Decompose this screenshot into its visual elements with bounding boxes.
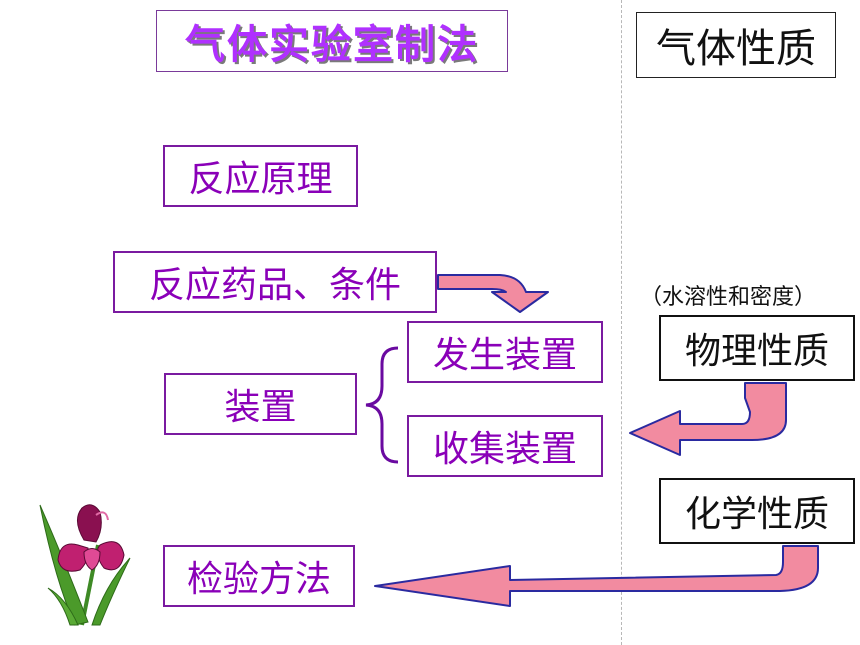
physical-properties-box: 物理性质 bbox=[659, 315, 855, 381]
chemical-properties-box: 化学性质 bbox=[659, 478, 855, 544]
curly-brace bbox=[365, 346, 399, 464]
reagents-arrow bbox=[437, 274, 549, 313]
lab-method-title-frame bbox=[156, 10, 508, 72]
collection-apparatus-box: 收集装置 bbox=[407, 415, 603, 477]
iris-flower-icon bbox=[39, 504, 131, 626]
section-divider bbox=[621, 0, 622, 645]
reagents-conditions-box: 反应药品、条件 bbox=[113, 251, 437, 313]
physical-to-collection-arrow bbox=[629, 382, 787, 456]
gas-properties-title: 气体性质 bbox=[636, 12, 836, 78]
solubility-density-note: （水溶性和密度） bbox=[640, 285, 817, 310]
generation-apparatus-box: 发生装置 bbox=[407, 321, 603, 383]
chemical-to-test-arrow bbox=[374, 545, 819, 607]
reaction-principle-box: 反应原理 bbox=[163, 145, 358, 207]
test-method-box: 检验方法 bbox=[163, 545, 355, 607]
apparatus-box: 装置 bbox=[164, 373, 357, 435]
lab-method-title: 气体实验室制法 bbox=[185, 22, 479, 68]
